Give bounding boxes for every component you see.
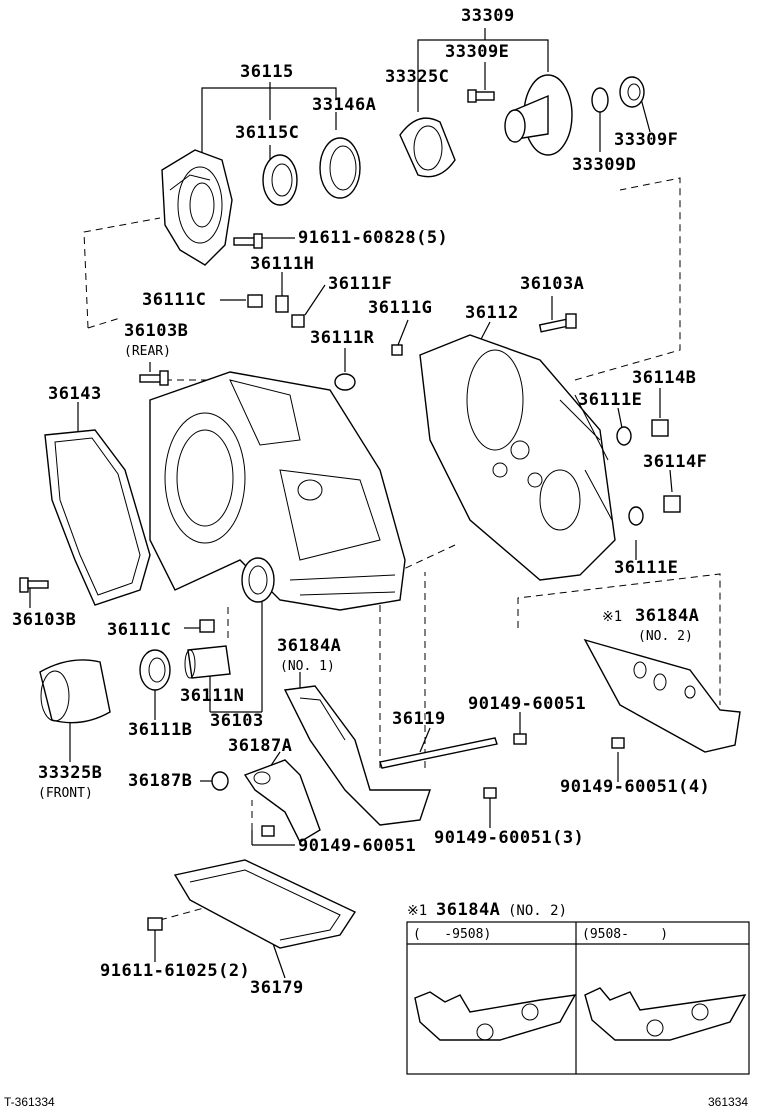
label-no2: (NO. 2) <box>638 629 693 644</box>
label-90149-60051-a: 90149-60051 <box>468 694 587 714</box>
label-36187a: 36187A <box>228 736 293 756</box>
label-33309e: 33309E <box>445 42 510 62</box>
label-mark1: ※1 <box>602 609 623 625</box>
label-36103a: 36103A <box>520 274 585 294</box>
label-36103b-rear: 36103B <box>124 321 189 341</box>
label-91611-60828: 91611-60828(5) <box>298 228 449 248</box>
label-90149-60051-b: 90149-60051 <box>298 836 417 856</box>
label-36114b: 36114B <box>632 368 697 388</box>
bolt-36103b-rear-drawing <box>139 370 169 386</box>
label-36111c-bottom: 36111C <box>107 620 172 640</box>
label-36103: 36103 <box>210 711 264 731</box>
label-36111e-top: 36111E <box>578 390 643 410</box>
label-36112: 36112 <box>465 303 519 323</box>
bush-36111n-drawing <box>184 645 231 679</box>
seal-36111b-drawing <box>139 649 171 691</box>
label-36114f: 36114F <box>643 452 708 472</box>
sleeve-33325b-drawing <box>39 659 111 724</box>
label-36187b: 36187B <box>128 771 193 791</box>
label-front: (FRONT) <box>38 786 93 801</box>
label-36184a-no1: 36184A <box>277 636 342 656</box>
plug-36111f-drawing <box>291 314 305 328</box>
label-36111f: 36111F <box>328 274 393 294</box>
rod-36119-drawing <box>379 737 498 769</box>
seal-33325c-drawing <box>399 117 456 178</box>
label-36111n: 36111N <box>180 686 245 706</box>
inset-column-right: (9508- ) <box>582 927 669 942</box>
bolt-90149-60051-3-drawing <box>483 787 497 799</box>
label-36115c: 36115C <box>235 123 300 143</box>
plug-36111c-bottom-drawing <box>199 619 215 633</box>
label-36111g: 36111G <box>368 298 433 318</box>
label-rear: (REAR) <box>124 344 171 359</box>
plugs-36114-drawing <box>616 419 681 526</box>
label-36111r: 36111R <box>310 328 375 348</box>
oring-36187b-drawing <box>211 771 229 791</box>
label-33309f: 33309F <box>614 130 679 150</box>
label-36119: 36119 <box>392 709 446 729</box>
inset-mark: ※1 <box>407 903 428 919</box>
label-36143: 36143 <box>48 384 102 404</box>
bolt-90149-60051-4-drawing <box>611 737 625 749</box>
plug-36111c-drawing <box>247 294 263 308</box>
bolt-90149-60051-a-drawing <box>513 733 527 745</box>
washer-33309d-drawing <box>591 87 609 113</box>
label-33146a: 33146A <box>312 95 377 115</box>
bolt-36103b-left-drawing <box>19 577 49 593</box>
inset-column-left: ( -9508) <box>413 927 492 942</box>
nut-33309f-drawing <box>619 76 645 108</box>
baffle-36184a-no1-drawing <box>283 685 431 826</box>
bolt-36103a-drawing <box>538 313 577 333</box>
seal-36115c-drawing <box>262 154 298 206</box>
bolt-91611-60828-drawing <box>233 233 263 249</box>
label-33325c: 33325C <box>385 67 450 87</box>
transaxle-housing-drawing <box>419 334 616 581</box>
bolt-33309e-drawing <box>467 89 495 103</box>
gasket-36143-drawing <box>44 429 151 606</box>
oil-pan-36179-drawing <box>173 859 357 949</box>
label-36111c-top: 36111C <box>142 290 207 310</box>
footer-left-code: T-361334 <box>4 1095 55 1109</box>
label-36111b: 36111B <box>128 720 193 740</box>
label-no1: (NO. 1) <box>280 659 335 674</box>
inset-part-number: 36184A <box>436 900 501 920</box>
baffle-36184a-no2-drawing <box>583 638 741 753</box>
label-36115: 36115 <box>240 62 294 82</box>
plug-36111r-drawing <box>334 373 356 391</box>
inset-table <box>406 921 750 1075</box>
label-36184a-no2: 36184A <box>635 606 700 626</box>
flange-33309-drawing <box>504 74 573 156</box>
label-36111e-bottom: 36111E <box>614 558 679 578</box>
leader-lines <box>29 28 673 979</box>
strainer-36187a-drawing <box>243 759 321 843</box>
label-90149-60051-4: 90149-60051(4) <box>560 777 711 797</box>
bolt-91611-61025-drawing <box>147 917 163 931</box>
label-33309: 33309 <box>461 6 515 26</box>
label-33309d: 33309D <box>572 155 637 175</box>
label-36179: 36179 <box>250 978 304 998</box>
label-36103b-left: 36103B <box>12 610 77 630</box>
bolt-90149-60051-b-drawing <box>261 825 275 837</box>
plug-36111h-drawing <box>275 295 289 313</box>
ring-33146a-drawing <box>319 137 361 199</box>
front-pump-body-drawing <box>161 149 233 266</box>
label-91611-61025: 91611-61025(2) <box>100 961 251 981</box>
transaxle-case-drawing <box>149 371 406 611</box>
inset-part-suffix: (NO. 2) <box>508 903 568 919</box>
label-90149-60051-3: 90149-60051(3) <box>434 828 585 848</box>
label-36111h: 36111H <box>250 254 315 274</box>
plug-36111g-drawing <box>391 344 403 356</box>
footer-right-code: 361334 <box>708 1095 749 1109</box>
label-33325b: 33325B <box>38 763 103 783</box>
